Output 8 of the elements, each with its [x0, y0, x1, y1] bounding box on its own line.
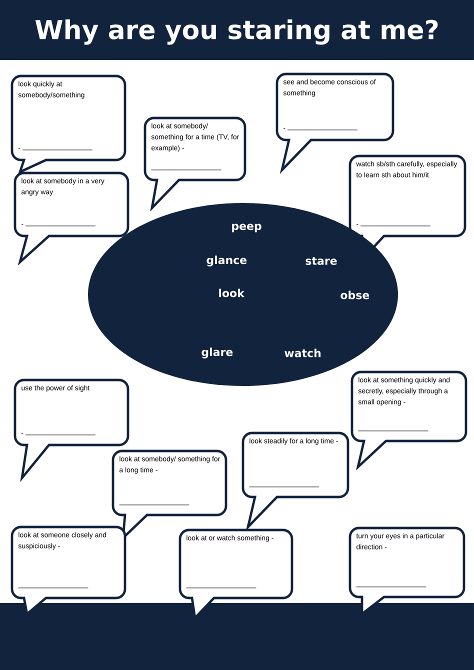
word: glare — [202, 348, 233, 358]
word: look — [219, 288, 245, 298]
title: Why are you staring at me? — [35, 19, 438, 45]
word: peep — [232, 224, 262, 232]
word: obse — [340, 290, 370, 300]
word: stare — [306, 257, 337, 265]
word: watch — [284, 348, 321, 358]
word: glance — [206, 256, 247, 266]
